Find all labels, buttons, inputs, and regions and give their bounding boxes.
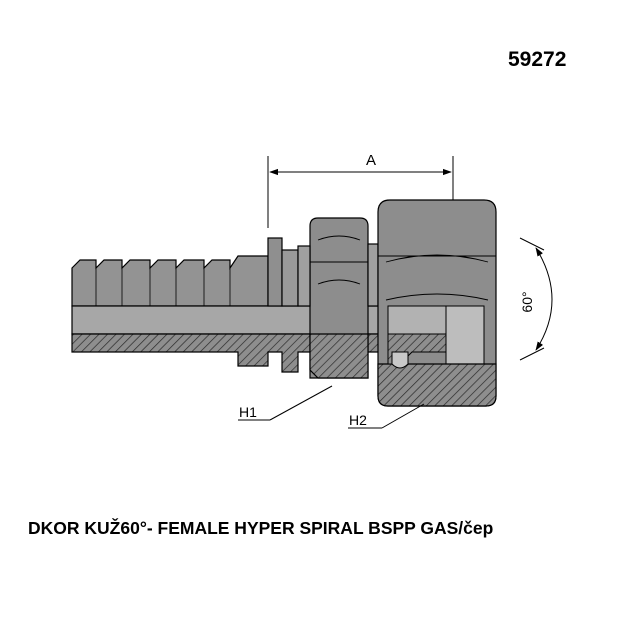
part-number: 59272 — [508, 48, 567, 71]
angle-dimension: 60° — [519, 237, 553, 361]
swivel-nut-h2 — [377, 199, 497, 407]
angle-label: 60° — [519, 291, 535, 312]
label-h1: H1 — [239, 404, 257, 420]
leader-h2: H2 — [348, 403, 425, 429]
dimension-a-label: A — [366, 152, 376, 169]
caption: DKOR KUŽ60°- FEMALE HYPER SPIRAL BSPP GA… — [28, 518, 494, 538]
label-h2: H2 — [349, 412, 367, 428]
leader-h1: H1 — [238, 385, 333, 421]
dimension-a: A — [267, 152, 454, 228]
hex-nut-h1 — [297, 217, 379, 379]
